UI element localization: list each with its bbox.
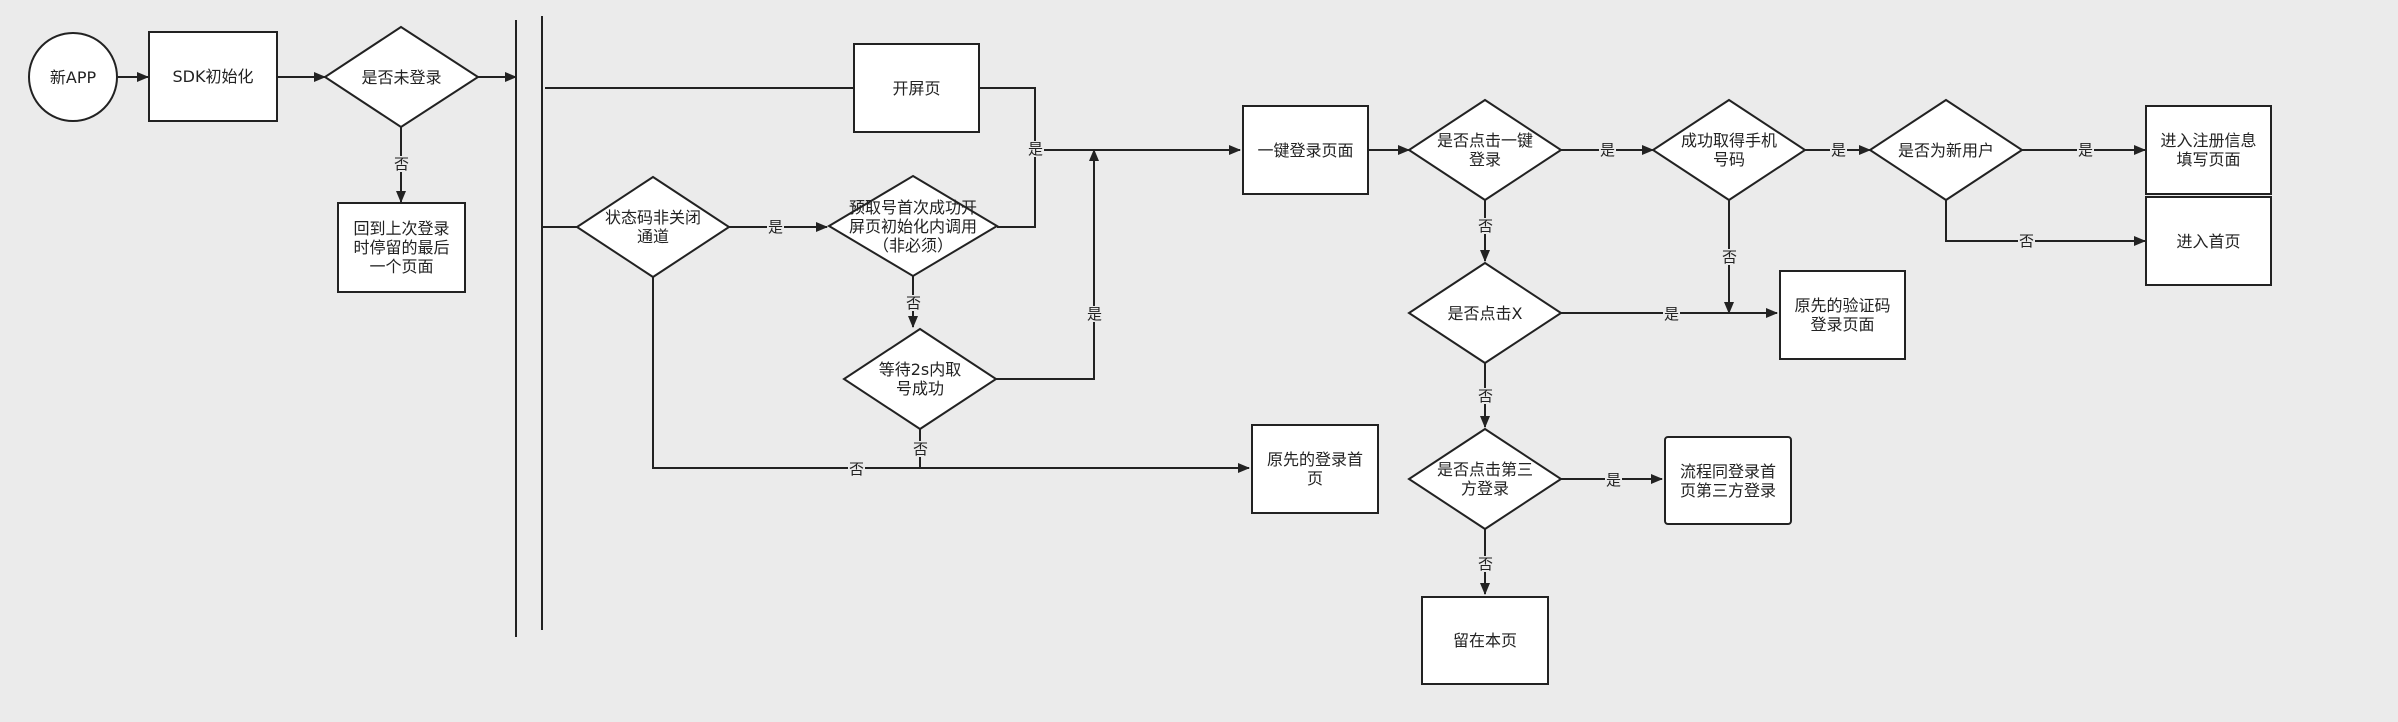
splash-node: 开屏页 (853, 43, 980, 133)
edge-label-yes: 是 (1605, 471, 1623, 489)
edge-label-yes: 是 (1830, 141, 1848, 159)
new-user-decision: 是否为新用户 (1898, 140, 1995, 160)
edge-label-no: 否 (912, 440, 930, 458)
edge-label-yes: 是 (1086, 305, 1104, 323)
edge-label-yes: 是 (1599, 141, 1617, 159)
edge-label-no: 否 (1477, 217, 1495, 235)
return-last-page-node: 回到上次登录时停留的最后一个页面 (337, 202, 466, 293)
prefetch-decision: 预取号首次成功开屏页初始化内调用（非必须） (848, 197, 977, 255)
edge-label-no: 否 (905, 294, 923, 312)
original-login-home-node: 原先的登录首页 (1251, 424, 1379, 514)
original-sms-login-node: 原先的验证码登录页面 (1779, 270, 1906, 360)
got-phone-decision: 成功取得手机号码 (1681, 131, 1778, 169)
sdk-init-node: SDK初始化 (148, 31, 278, 122)
clicked-one-click-decision: 是否点击一键登录 (1437, 131, 1534, 169)
edge-status-no (652, 277, 1250, 473)
start-node: 新APP (28, 32, 118, 122)
edge-splash-prefetch (980, 87, 1036, 228)
home-page-node: 进入首页 (2145, 196, 2272, 286)
edge-label-yes: 是 (1663, 305, 1681, 323)
edge-label-yes: 是 (1027, 140, 1045, 158)
stay-page-node: 留在本页 (1421, 596, 1549, 685)
edge-label-yes: 是 (767, 218, 785, 236)
clicked-x-decision: 是否点击X (1447, 303, 1523, 323)
edge-label-no: 否 (848, 460, 866, 478)
edge-label-no: 否 (1477, 387, 1495, 405)
edge-new-no (1945, 200, 2146, 246)
one-click-login-page-node: 一键登录页面 (1242, 105, 1369, 195)
edge-label-no: 否 (2018, 232, 2036, 250)
third-party-flow-node: 流程同登录首页第三方登录 (1664, 436, 1792, 525)
wait-2s-decision: 等待2s内取号成功 (878, 360, 962, 398)
edge-label-yes: 是 (2077, 141, 2095, 159)
not-logged-in-decision: 是否未登录 (361, 67, 442, 87)
status-code-decision: 状态码非关闭通道 (605, 208, 702, 246)
edge-label-no: 否 (1721, 248, 1739, 266)
edge-label-no: 否 (1477, 555, 1495, 573)
register-page-node: 进入注册信息填写页面 (2145, 105, 2272, 195)
clicked-third-party-decision: 是否点击第三方登录 (1437, 460, 1534, 498)
edge-wait-yes (996, 149, 1099, 380)
edge-label-no: 否 (393, 155, 411, 173)
